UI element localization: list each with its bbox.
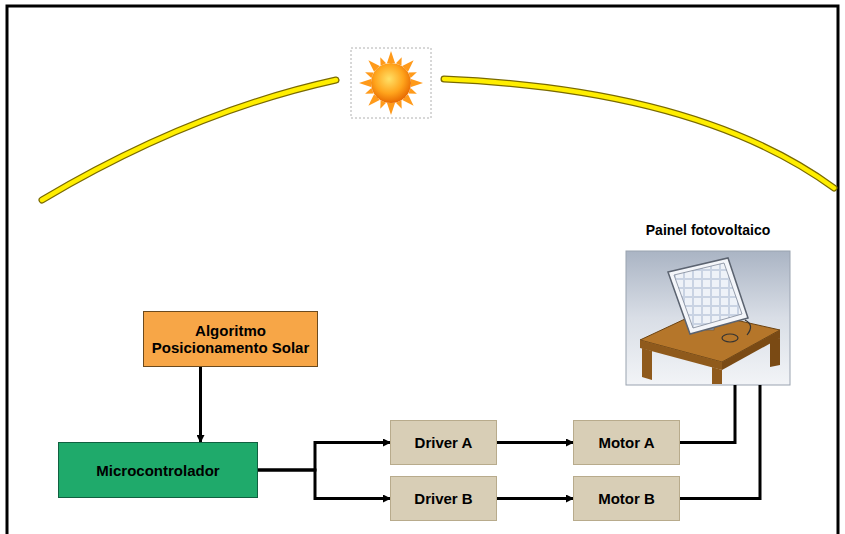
arrow-connector [497,497,573,500]
panel-label: Painel fotovoltaico [646,222,770,239]
sun-arc [42,80,336,200]
driver-box: Driver A [390,420,497,465]
panel-node: Painel fotovoltaico [625,222,791,385]
box-label: Driver B [414,490,472,507]
box-label: Driver A [415,434,473,451]
arrow-connector [258,470,390,499]
sun-arc [444,79,834,188]
connector-line [680,385,760,499]
motor-box: Motor B [573,476,680,521]
process-box: Microcontrolador [58,442,258,498]
sun-arc [42,80,336,200]
box-label: Algoritmo Posicionamento Solar [150,322,311,356]
process-box: Algoritmo Posicionamento Solar [143,311,318,367]
box-label: Microcontrolador [96,462,219,479]
box-label: Motor A [598,434,654,451]
box-label: Motor B [598,490,655,507]
panel-illustration [626,251,790,385]
arrow-connector [497,441,573,444]
motor-box: Motor A [573,420,680,465]
connector-line [680,385,735,443]
frame [7,6,838,534]
arrow-connector [199,367,202,442]
arrow-connector [258,443,390,471]
sun-icon [351,48,431,118]
driver-box: Driver B [390,476,497,521]
sun-arc [444,79,834,188]
